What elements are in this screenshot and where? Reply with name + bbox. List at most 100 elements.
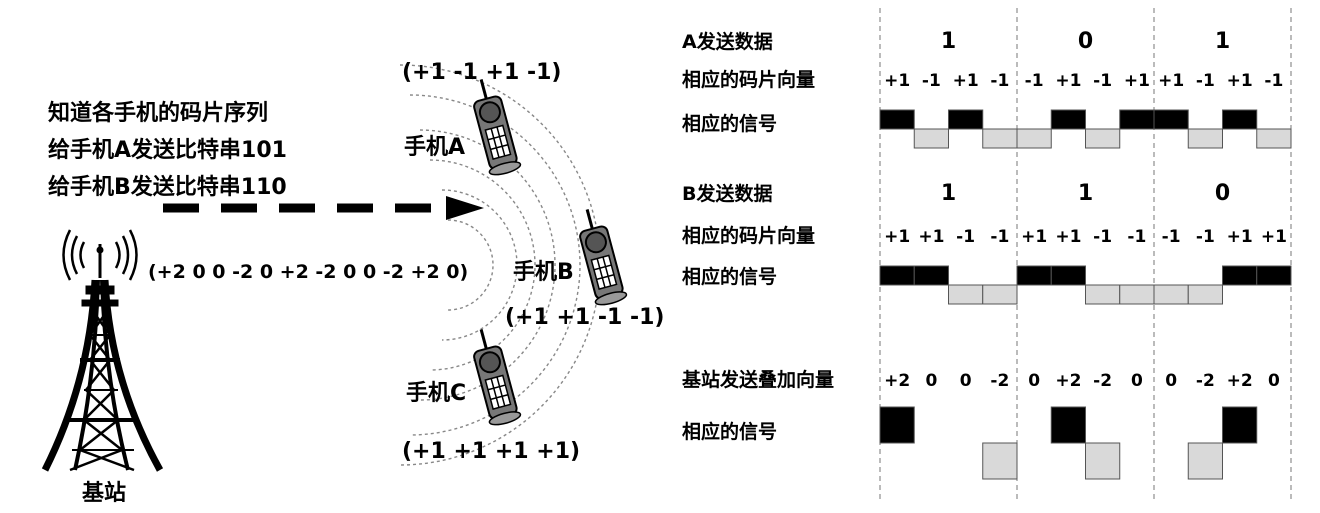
sum-signal-bar-3 (982, 442, 1018, 480)
phone-a-label: 手机A (404, 135, 465, 160)
b-signal-bar-0 (879, 265, 915, 286)
sum-chip-6: -2 (1093, 371, 1112, 391)
a-signal-bar-4 (1016, 128, 1052, 149)
base-station-label: 基站 (82, 481, 126, 506)
b-signal-bar-11 (1256, 265, 1292, 286)
b-bit-1: 1 (1078, 181, 1093, 206)
a-signal-bar-9 (1187, 128, 1223, 149)
a-chips: +1 -1 +1 -1 -1 +1 -1 +1 +1 -1 +1 -1 (884, 71, 1283, 91)
sum-signal-bar-10 (1222, 406, 1258, 444)
sum-signal-bar-5 (1050, 406, 1086, 444)
b-chips: +1+1-1-1+1+1-1-1-1-1+1+1 (884, 227, 1287, 247)
a-data-label: A发送数据 (682, 30, 773, 53)
sum-signal (879, 406, 1258, 480)
a-bit-2: 1 (1215, 29, 1230, 54)
phone-a-icon (473, 79, 522, 176)
a-chip-label: 相应的码片向量 (682, 68, 815, 91)
a-signal-bar-3 (982, 128, 1018, 149)
b-chip-10: +1 (1227, 227, 1253, 247)
sum-chip-4: 0 (1028, 371, 1040, 391)
a-chip-11: -1 (1264, 71, 1283, 91)
b-signal-bar-4 (1016, 265, 1052, 286)
phone-c-label: 手机C (406, 381, 466, 406)
info-line-3: 给手机B发送比特串110 (48, 174, 287, 200)
a-signal-bar-8 (1153, 109, 1189, 130)
b-signal-bar-3 (982, 284, 1018, 305)
b-chip-7: -1 (1127, 227, 1146, 247)
sum-chip-2: 0 (960, 371, 972, 391)
b-signal-bar-6 (1085, 284, 1121, 305)
a-chip-10: +1 (1227, 71, 1253, 91)
b-chip-3: -1 (990, 227, 1009, 247)
b-signal-bar-9 (1187, 284, 1223, 305)
broadcast-arrow (163, 196, 484, 220)
b-chip-1: +1 (918, 227, 944, 247)
sum-signal-bar-9 (1187, 442, 1223, 480)
a-chip-4: -1 (1025, 71, 1044, 91)
b-signal-bar-7 (1119, 284, 1155, 305)
base-station-tower-icon (41, 229, 164, 472)
b-signal (879, 265, 1292, 305)
sum-signal-label: 相应的信号 (682, 420, 777, 443)
b-signal-bar-2 (948, 284, 984, 305)
sum-chip-9: -2 (1196, 371, 1215, 391)
sum-chip-8: 0 (1165, 371, 1177, 391)
a-signal-label: 相应的信号 (682, 112, 777, 135)
a-chip-9: -1 (1196, 71, 1215, 91)
sum-signal-bar-6 (1085, 442, 1121, 480)
a-chip-8: +1 (1158, 71, 1184, 91)
sum-chip-3: -2 (990, 371, 1009, 391)
a-signal-bar-10 (1222, 109, 1258, 130)
b-data-label: B发送数据 (682, 182, 772, 205)
a-signal-bar-1 (913, 128, 949, 149)
a-chip-0: +1 (884, 71, 910, 91)
b-chip-8: -1 (1162, 227, 1181, 247)
sum-chip-11: 0 (1268, 371, 1280, 391)
a-bit-1: 0 (1078, 29, 1093, 54)
b-chip-11: +1 (1261, 227, 1287, 247)
a-bit-0: 1 (941, 29, 956, 54)
info-line-1: 知道各手机的码片序列 (48, 100, 268, 126)
sum-chip-7: 0 (1131, 371, 1143, 391)
b-chip-4: +1 (1021, 227, 1047, 247)
b-bits: 1 1 0 (941, 181, 1230, 206)
phone-a-chip: (+1 -1 +1 -1) (402, 60, 561, 85)
b-signal-label: 相应的信号 (682, 265, 777, 288)
sum-signal-bar-0 (879, 406, 915, 444)
phone-b-chip: (+1 +1 -1 -1) (505, 305, 664, 330)
b-chip-9: -1 (1196, 227, 1215, 247)
a-chip-6: -1 (1093, 71, 1112, 91)
b-chip-label: 相应的码片向量 (682, 224, 815, 247)
a-chip-7: +1 (1124, 71, 1150, 91)
bit-boundary-guides (879, 8, 1292, 500)
a-chip-1: -1 (922, 71, 941, 91)
phone-b-label: 手机B (513, 260, 574, 285)
a-signal-bar-11 (1256, 128, 1292, 149)
sum-chip-5: +2 (1055, 371, 1081, 391)
a-chip-2: +1 (953, 71, 979, 91)
b-bit-0: 1 (941, 181, 956, 206)
a-signal-bar-7 (1119, 109, 1155, 130)
b-signal-bar-1 (913, 265, 949, 286)
phone-c-chip: (+1 +1 +1 +1) (402, 439, 580, 464)
b-signal-bar-8 (1153, 284, 1189, 305)
b-chip-2: -1 (956, 227, 975, 247)
a-chip-5: +1 (1055, 71, 1081, 91)
a-signal (879, 109, 1292, 149)
a-signal-bar-0 (879, 109, 915, 130)
a-signal-bar-6 (1085, 128, 1121, 149)
a-signal-bar-5 (1050, 109, 1086, 130)
sum-chip-0: +2 (884, 371, 910, 391)
info-line-2: 给手机A发送比特串101 (48, 137, 287, 163)
phone-c-icon (473, 329, 522, 426)
a-chip-3: -1 (990, 71, 1009, 91)
phone-b-icon (579, 209, 628, 306)
b-signal-bar-10 (1222, 265, 1258, 286)
a-bits: 1 0 1 (941, 29, 1230, 54)
b-bit-2: 0 (1215, 181, 1230, 206)
b-signal-bar-5 (1050, 265, 1086, 286)
a-signal-bar-2 (948, 109, 984, 130)
broadcast-vector-label: (+2 0 0 -2 0 +2 -2 0 0 -2 +2 0) (148, 261, 468, 283)
